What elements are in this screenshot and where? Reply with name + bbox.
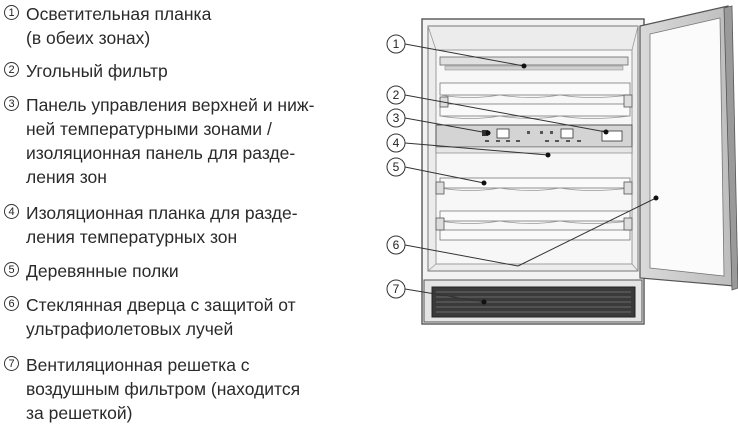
callout-4: 4 — [386, 133, 406, 153]
callout-1: 1 — [386, 34, 406, 54]
legend-number: 7 — [4, 356, 19, 371]
callout-number: 6 — [393, 238, 400, 252]
lower-shelves — [435, 177, 633, 241]
legend-number: 1 — [4, 5, 19, 20]
leader-dots — [481, 63, 659, 305]
legend-text: Панель управления верхней и ниж- ней тем… — [26, 95, 315, 187]
callout-number: 2 — [393, 88, 400, 102]
legend-number: 2 — [4, 62, 19, 77]
callout-number: 4 — [393, 136, 400, 150]
legend-text: Угольный фильтр — [26, 61, 168, 81]
callout-2: 2 — [386, 85, 406, 105]
callout-number: 1 — [393, 37, 400, 51]
legend-text: Изоляционная планка для разде- ления тем… — [26, 203, 298, 247]
light-strip — [439, 56, 629, 71]
legend-number: 3 — [4, 96, 19, 111]
legend-text: Осветительная планка (в обеих зонах) — [26, 4, 212, 48]
callout-3: 3 — [386, 108, 406, 128]
upper-shelves — [439, 82, 633, 119]
control-panel — [435, 124, 633, 154]
callout-number: 3 — [393, 111, 400, 125]
legend-text: Стеклянная дверца с защитой от ультрафио… — [26, 295, 296, 339]
legend-text: Деревянные полки — [26, 261, 179, 281]
callout-number: 5 — [393, 160, 400, 174]
callout-6: 6 — [386, 235, 406, 255]
legend-number: 4 — [4, 204, 19, 219]
legend-number: 5 — [4, 262, 19, 277]
callout-7: 7 — [386, 279, 406, 299]
legend-text: Вентиляционная решетка с воздушным фильт… — [26, 355, 301, 423]
callout-5: 5 — [386, 157, 406, 177]
leader-lines — [404, 43, 657, 303]
glass-door — [639, 5, 738, 291]
ventilation-grille — [423, 279, 643, 323]
callout-number: 7 — [393, 282, 400, 296]
legend-number: 6 — [4, 296, 19, 311]
